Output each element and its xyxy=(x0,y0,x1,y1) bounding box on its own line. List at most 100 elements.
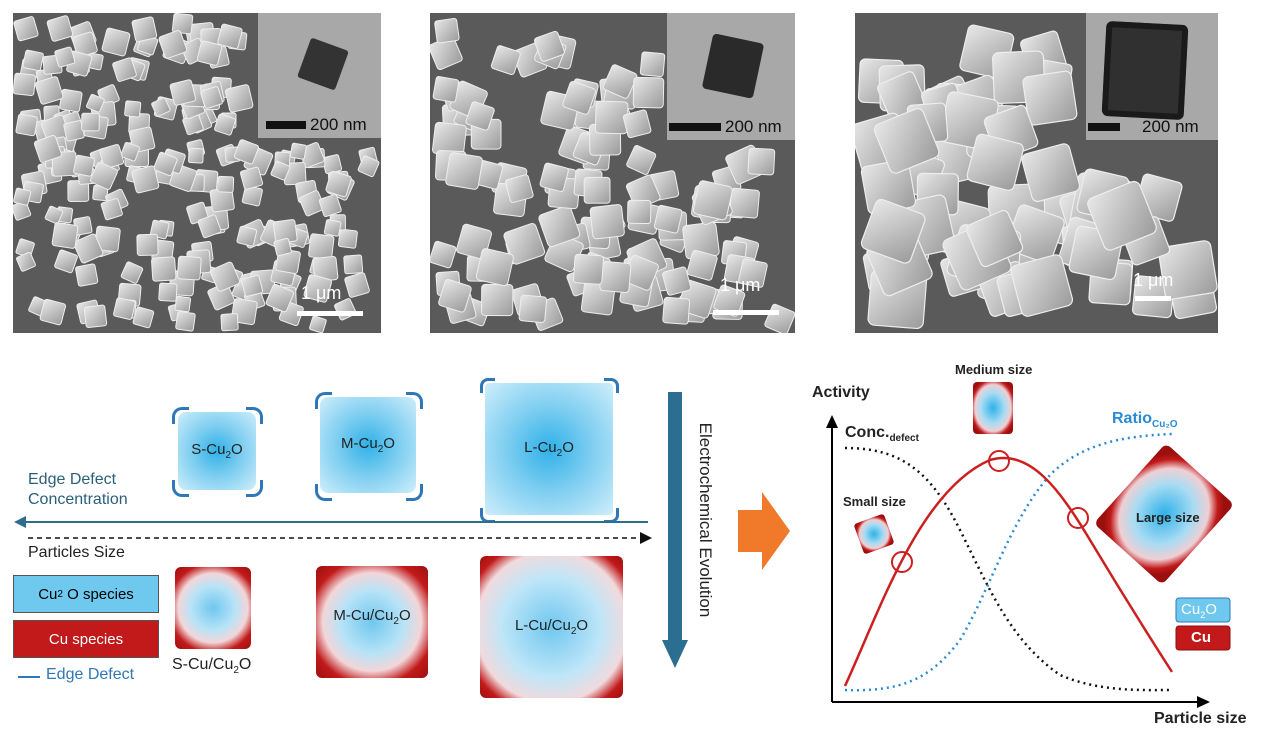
sem-cube xyxy=(357,155,380,178)
sem-cube xyxy=(873,108,940,174)
sem-cube xyxy=(273,237,292,257)
sem-cube xyxy=(136,233,159,256)
sem-cube xyxy=(169,79,197,106)
inset-scale-bar xyxy=(1088,123,1120,131)
sem-cube xyxy=(124,100,142,118)
sem-cube xyxy=(432,76,460,103)
edge-defect-legend-label: Edge Defect xyxy=(46,666,135,683)
s-cu2o-label: S-Cu2O xyxy=(191,441,243,461)
plot-legend-cu-box xyxy=(1175,625,1231,651)
sem-cube xyxy=(465,101,495,131)
edge-defect-mark xyxy=(172,407,189,424)
sem-image-small: 200 nm 1 μm xyxy=(13,13,381,333)
sem-cube xyxy=(318,194,342,217)
sem-cube xyxy=(209,261,241,292)
medium-size-marker xyxy=(988,450,1010,472)
sem-cube xyxy=(686,249,718,281)
sem-cube xyxy=(1010,254,1074,317)
sem-cube xyxy=(1158,240,1218,300)
sem-cube xyxy=(639,51,666,77)
sem-cube xyxy=(503,223,546,265)
sem-cube xyxy=(120,261,144,284)
edge-defect-mark xyxy=(480,378,495,393)
sem-cube xyxy=(747,147,776,176)
edge-defect-mark xyxy=(604,378,619,393)
sem-cube xyxy=(113,297,136,320)
sem-cube xyxy=(539,162,569,192)
particle-size-arrow-head xyxy=(640,532,652,544)
sem-cube xyxy=(303,274,333,303)
s-cu-cu2o-particle xyxy=(175,567,251,649)
sem-cube xyxy=(225,84,254,113)
sem-cube xyxy=(662,296,691,325)
ratio-cu2o-label: RatioCu₂O xyxy=(1112,410,1178,431)
tem-inset-large: 200 nm xyxy=(1086,13,1218,140)
small-size-marker xyxy=(891,551,913,573)
sem-cube xyxy=(54,249,78,274)
sem-cube xyxy=(131,16,158,43)
x-axis-label: Particle size xyxy=(1154,710,1247,727)
sem-cube xyxy=(572,253,604,285)
edge-defect-mark xyxy=(172,480,189,497)
sem-cube xyxy=(692,180,733,221)
sem-cube xyxy=(13,72,36,96)
orange-transition-arrow xyxy=(738,492,790,570)
sem-cube xyxy=(236,225,258,247)
sem-cube xyxy=(662,266,692,296)
scale-label: 1 μm xyxy=(301,283,342,303)
sem-cube xyxy=(343,254,364,275)
sem-cube xyxy=(533,30,565,62)
edge-defect-mark xyxy=(406,392,423,409)
particles-size-label: Particles Size xyxy=(28,544,125,561)
s-cu2o-particle: S-Cu2O xyxy=(178,412,256,490)
sem-cube xyxy=(538,205,581,248)
sem-cube xyxy=(1087,180,1157,251)
sem-cube xyxy=(73,233,104,264)
sem-cube xyxy=(438,278,472,313)
scale-label: 1 μm xyxy=(720,275,761,295)
sem-cube xyxy=(626,145,657,175)
sem-cube xyxy=(445,152,483,190)
sem-cube xyxy=(158,282,178,302)
sem-cube xyxy=(153,151,178,177)
sem-cube xyxy=(583,176,611,204)
small-particle-icon xyxy=(854,514,894,554)
edge-defect-legend-line xyxy=(18,676,40,678)
sem-cube xyxy=(289,142,307,160)
edge-defect-mark xyxy=(246,480,263,497)
sem-cube xyxy=(197,214,222,239)
sem-cube xyxy=(44,205,64,225)
m-cu-cu2o-particle: M-Cu/Cu2O xyxy=(316,566,428,678)
scale-bar xyxy=(297,311,363,316)
inset-scale-label: 200 nm xyxy=(310,115,367,134)
m-cu2o-particle: M-Cu2O xyxy=(320,397,416,493)
sem-cube xyxy=(151,256,177,282)
sem-cube xyxy=(13,187,32,206)
sem-cube xyxy=(16,251,36,272)
sem-cubes-small xyxy=(13,13,380,333)
l-cu2o-particle: L-Cu2O xyxy=(485,383,613,515)
sem-cube xyxy=(632,76,665,109)
scale-bar xyxy=(1135,296,1171,301)
sem-cube xyxy=(120,141,140,162)
sem-cube xyxy=(81,112,100,132)
sem-cube xyxy=(101,27,131,57)
sem-cube xyxy=(171,13,194,35)
sem-cube xyxy=(174,295,192,313)
sem-cube xyxy=(860,198,926,264)
medium-particle-icon xyxy=(973,382,1013,434)
cu-species-legend: Cu species xyxy=(13,620,159,658)
sem-cube xyxy=(83,304,108,329)
inset-scale-bar xyxy=(266,121,306,129)
l-cu2o-label: L-Cu2O xyxy=(524,439,574,459)
small-size-label: Small size xyxy=(843,494,906,509)
sem-cube xyxy=(653,204,683,234)
plot-legend-cu-label: Cu xyxy=(1191,629,1211,646)
sem-cube xyxy=(46,15,74,42)
scale-label: 1 μm xyxy=(1133,270,1174,290)
conc-defect-label: Conc.defect xyxy=(845,424,919,445)
sem-cube xyxy=(233,139,259,165)
